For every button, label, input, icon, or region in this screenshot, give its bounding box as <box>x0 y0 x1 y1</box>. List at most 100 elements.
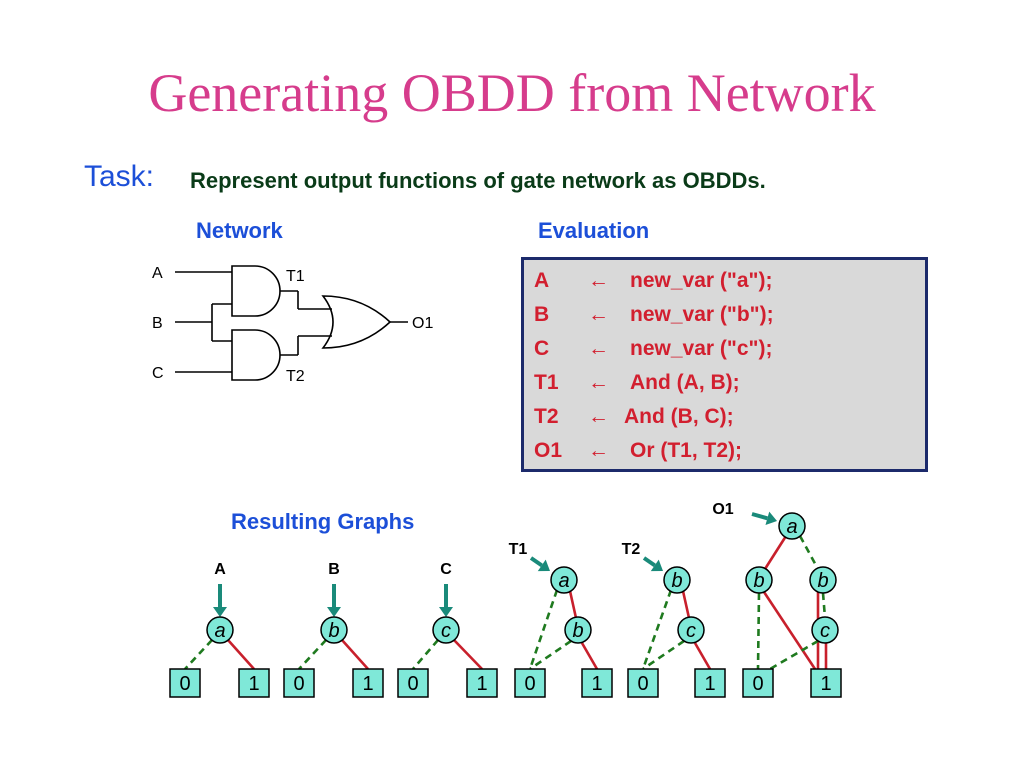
decision-node <box>809 566 837 594</box>
left-arrow-icon: ← <box>588 337 609 360</box>
eval-expr: And (B, C); <box>624 405 734 428</box>
pointer-label: T1 <box>509 541 528 558</box>
zero-edge <box>412 639 439 670</box>
node-variable-label: a <box>214 620 225 642</box>
left-arrow-icon: ← <box>588 439 609 462</box>
terminal-node <box>694 668 726 698</box>
and-gate-t2 <box>231 329 281 381</box>
zero-edge <box>798 535 820 570</box>
pointer-arrowhead <box>537 559 550 572</box>
zero-edge <box>769 639 819 671</box>
terminal-node <box>742 668 774 698</box>
evaluation-heading: Evaluation <box>538 218 650 243</box>
pointer-label: C <box>440 561 452 578</box>
eval-expr: new_var ("c"); <box>630 337 773 360</box>
eval-var: A <box>534 269 550 292</box>
slide-title: Generating OBDD from Network <box>148 63 876 123</box>
pointer-label: B <box>328 561 340 578</box>
pointer-arrow <box>751 512 768 521</box>
decision-node <box>206 616 234 644</box>
decision-node <box>550 566 578 594</box>
left-arrow-icon: ← <box>588 269 609 292</box>
terminal-label: 1 <box>704 673 715 695</box>
node-variable-label: b <box>753 570 764 592</box>
node-variable-label: c <box>686 620 696 642</box>
pointer-label: A <box>214 561 226 578</box>
node-variable-label: c <box>820 620 830 642</box>
one-edge <box>681 590 691 619</box>
zero-edge <box>641 589 673 670</box>
left-arrow-icon: ← <box>588 405 609 428</box>
resulting-graphs-heading: Resulting Graphs <box>231 509 415 534</box>
gate-label-t2: T2 <box>286 368 305 385</box>
decision-node <box>663 566 691 594</box>
decision-node <box>811 616 839 644</box>
terminal-node <box>514 668 546 698</box>
eval-expr: new_var ("a"); <box>630 269 773 292</box>
node-variable-label: c <box>441 620 451 642</box>
terminal-label: 1 <box>248 673 259 695</box>
pointer-label: T2 <box>622 541 641 558</box>
terminal-node <box>169 668 201 698</box>
zero-edge <box>821 592 827 619</box>
terminal-label: 1 <box>476 673 487 695</box>
eval-var: C <box>534 337 550 360</box>
terminal-node <box>283 668 315 698</box>
output-label-o1: O1 <box>412 315 433 332</box>
one-edge <box>341 639 369 670</box>
eval-var: T2 <box>534 405 559 428</box>
eval-var: B <box>534 303 550 326</box>
network-heading: Network <box>196 218 283 243</box>
input-label-c: C <box>152 365 164 382</box>
zero-edge <box>184 639 213 670</box>
eval-expr: And (A, B); <box>630 371 740 394</box>
pointer-arrowhead <box>439 607 453 617</box>
terminal-label: 1 <box>362 673 373 695</box>
pointer-arrowhead <box>213 607 227 617</box>
node-variable-label: b <box>817 570 828 592</box>
or-gate-o1 <box>321 295 392 349</box>
decision-node <box>564 616 592 644</box>
node-variable-label: a <box>558 570 569 592</box>
and-gate-t1 <box>231 265 281 317</box>
pointer-arrowhead <box>327 607 341 617</box>
one-edge <box>453 639 483 670</box>
pointer-arrow <box>529 556 543 568</box>
one-edge <box>227 639 255 670</box>
input-label-a: A <box>152 265 163 282</box>
terminal-label: 0 <box>407 673 418 695</box>
task-description: Represent output functions of gate netwo… <box>190 168 766 193</box>
terminal-node <box>581 668 613 698</box>
terminal-label: 1 <box>820 673 831 695</box>
node-variable-label: b <box>328 620 339 642</box>
terminal-node <box>627 668 659 698</box>
one-edge <box>763 535 788 570</box>
decision-node <box>320 616 348 644</box>
one-edge <box>693 642 712 670</box>
zero-edge <box>529 639 572 671</box>
terminal-node <box>238 668 270 698</box>
node-variable-label: b <box>572 620 583 642</box>
terminal-node <box>352 668 384 698</box>
decision-node <box>432 616 460 644</box>
eval-var: O1 <box>534 439 563 462</box>
terminal-label: 0 <box>179 673 190 695</box>
left-arrow-icon: ← <box>588 371 609 394</box>
terminal-node <box>397 668 429 698</box>
task-label: Task: <box>84 160 155 193</box>
decision-node <box>778 512 806 540</box>
terminal-label: 0 <box>293 673 304 695</box>
zero-edge <box>642 639 685 671</box>
terminal-label: 0 <box>524 673 535 695</box>
terminal-label: 1 <box>591 673 602 695</box>
one-edge <box>568 590 578 619</box>
terminal-node <box>466 668 498 698</box>
input-label-b: B <box>152 315 163 332</box>
evaluation-box: A ← new_var ("a"); B ← new_var ("b"); C … <box>521 257 928 472</box>
node-variable-label: b <box>671 570 682 592</box>
one-edge <box>762 591 817 670</box>
pointer-label: O1 <box>712 501 733 518</box>
zero-edge <box>756 592 761 670</box>
decision-node <box>745 566 773 594</box>
node-variable-label: a <box>786 516 797 538</box>
